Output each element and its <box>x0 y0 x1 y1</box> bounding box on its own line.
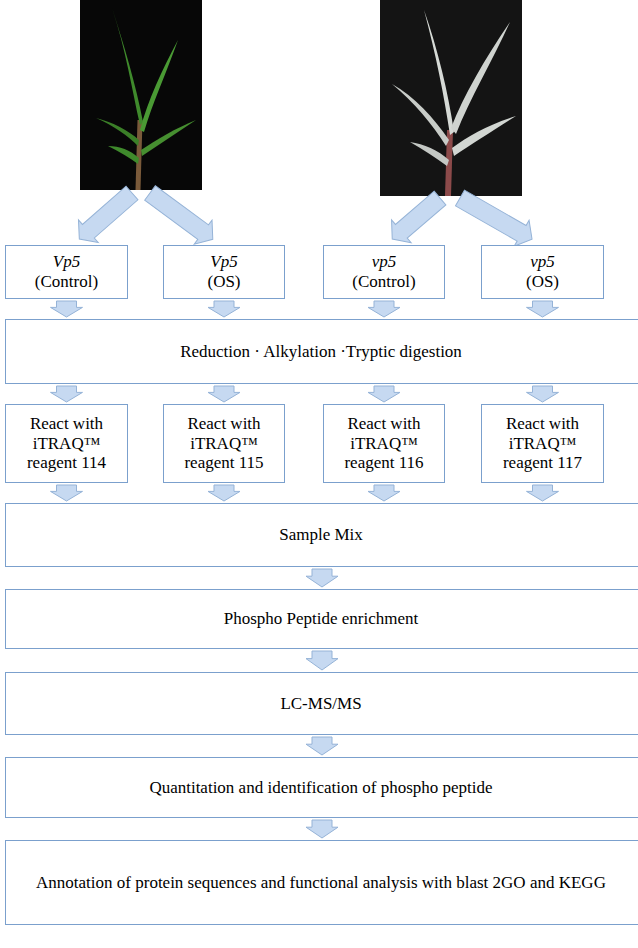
flow-arrow <box>368 301 400 317</box>
node-text: Phospho Peptide enrichment <box>224 609 419 629</box>
flow-arrow <box>527 485 559 501</box>
node-text: React with iTRAQ™ reagent 117 <box>488 414 597 473</box>
sample-box: Vp5(Control) <box>5 245 128 299</box>
node-text: React with iTRAQ™ reagent 115 <box>170 414 278 473</box>
flow-arrow <box>368 386 400 402</box>
node-text: LC-MS/MS <box>280 694 361 714</box>
process-box: LC-MS/MS <box>5 672 638 735</box>
sample-box: vp5(OS) <box>481 245 604 299</box>
label-box: React with iTRAQ™ reagent 115 <box>163 404 285 483</box>
flow-arrow <box>368 485 400 501</box>
node-text: (OS) <box>526 272 559 292</box>
node-text: React with iTRAQ™ reagent 114 <box>12 414 121 473</box>
node-text: Vp5 <box>53 252 80 272</box>
flow-arrow <box>51 386 83 402</box>
process-box: Quantitation and identification of phosp… <box>5 757 638 818</box>
process-box: Reduction · Alkylation ·Tryptic digestio… <box>5 319 638 384</box>
flow-arrow <box>51 485 83 501</box>
photo-arrow <box>453 185 540 252</box>
photo-arrows <box>69 181 539 252</box>
node-text: (OS) <box>207 272 240 292</box>
process-box: Sample Mix <box>5 503 638 567</box>
sample-box: vp5(Control) <box>323 245 445 299</box>
flow-arrow <box>306 569 338 587</box>
flow-arrow <box>306 737 338 755</box>
node-text: Reduction · Alkylation ·Tryptic digestio… <box>180 342 462 362</box>
albino-seedling-photo <box>380 0 522 196</box>
process-box: Annotation of protein sequences and func… <box>5 840 638 925</box>
flow-arrow <box>306 820 338 838</box>
photo-arrow <box>382 187 449 251</box>
green-seedling-photo <box>80 0 202 190</box>
label-box: React with iTRAQ™ reagent 117 <box>481 404 604 483</box>
flow-arrow <box>306 651 338 670</box>
photo-arrow <box>69 182 141 251</box>
node-text: (Control) <box>352 272 415 292</box>
flow-arrow <box>208 301 240 317</box>
node-text: vp5 <box>372 252 397 272</box>
flow-arrow <box>527 301 559 317</box>
flow-arrow <box>208 485 240 501</box>
photo-arrow <box>141 181 222 251</box>
flow-arrow <box>527 386 559 402</box>
process-box: Phospho Peptide enrichment <box>5 589 638 649</box>
node-text: Sample Mix <box>279 525 363 545</box>
flow-arrow <box>51 301 83 317</box>
sample-box: Vp5(OS) <box>163 245 285 299</box>
node-text: React with iTRAQ™ reagent 116 <box>330 414 438 473</box>
node-text: Quantitation and identification of phosp… <box>149 778 492 798</box>
label-box: React with iTRAQ™ reagent 114 <box>5 404 128 483</box>
node-text: Vp5 <box>210 252 237 272</box>
label-box: React with iTRAQ™ reagent 116 <box>323 404 445 483</box>
node-text: (Control) <box>35 272 98 292</box>
node-text: vp5 <box>530 252 555 272</box>
node-text: Annotation of protein sequences and func… <box>36 873 606 893</box>
flow-arrow <box>208 386 240 402</box>
